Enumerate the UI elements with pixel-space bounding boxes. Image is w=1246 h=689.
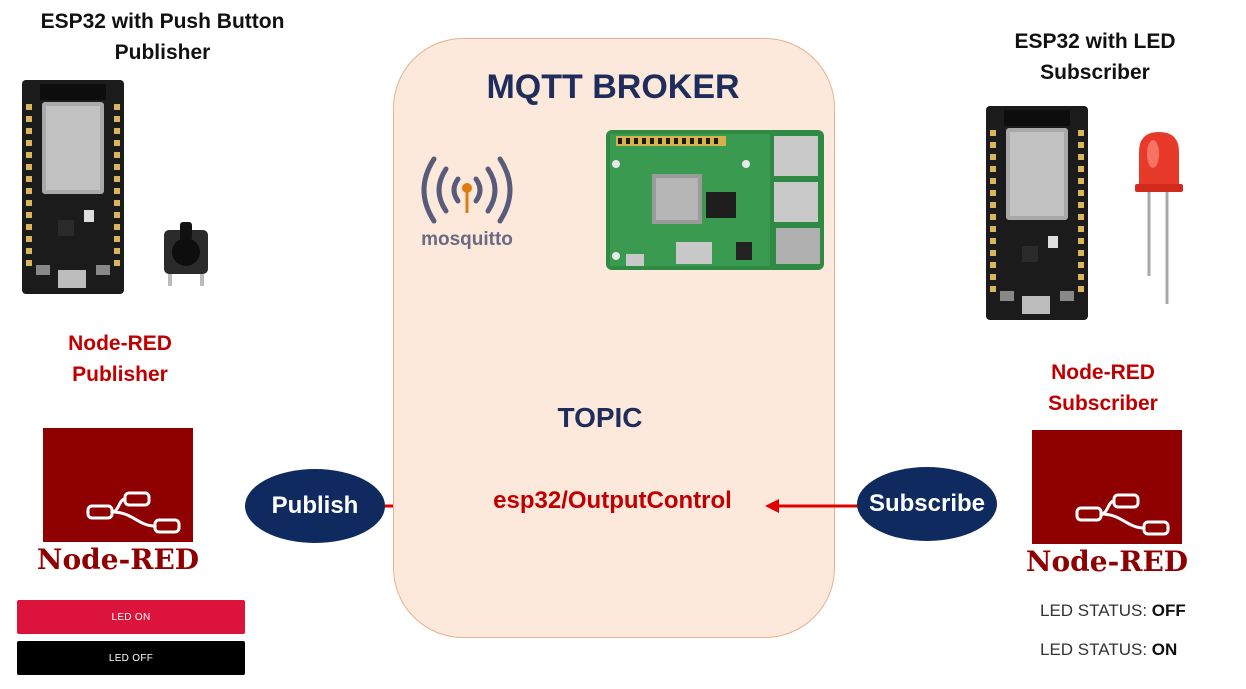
nodered-wordmark-publisher: Node-RED <box>36 543 200 576</box>
topic-label: TOPIC <box>557 402 643 433</box>
subscriber-title-line2: Subscriber <box>1040 61 1150 84</box>
publish-action: Publish <box>245 469 385 543</box>
led-status-value-off: OFF <box>1151 601 1186 620</box>
subscribe-action: Subscribe <box>857 467 997 541</box>
nodered-wordmark-subscriber: Node-RED <box>1025 545 1189 578</box>
led-status-off: LED STATUS: OFF <box>1040 601 1186 621</box>
subscriber-title: ESP32 with LED Subscriber <box>975 26 1215 88</box>
nodered-logo-subscriber <box>1032 430 1182 544</box>
nodered-subscriber-title-line1: Node-RED <box>1051 361 1155 384</box>
esp32-board-subscriber <box>986 106 1088 320</box>
raspberry-pi-board <box>606 130 824 270</box>
led-on-button[interactable]: LED ON <box>17 600 245 634</box>
led-status-label: LED STATUS: <box>1040 601 1148 620</box>
led-status-on: LED STATUS: ON <box>1040 640 1177 660</box>
nodered-flow-icon <box>1075 493 1170 536</box>
subscriber-title-line1: ESP32 with LED <box>1014 30 1176 53</box>
publisher-title-line1: ESP32 with Push Button <box>40 10 285 33</box>
led-off-button[interactable]: LED OFF <box>17 641 245 675</box>
nodered-subscriber-title: Node-RED Subscriber <box>1020 357 1186 419</box>
mqtt-broker-panel <box>393 38 835 638</box>
nodered-subscriber-title-line2: Subscriber <box>1048 392 1158 415</box>
publisher-title: ESP32 with Push Button Publisher <box>20 6 305 68</box>
subscribe-arrow <box>765 499 860 513</box>
broker-title: MQTT BROKER <box>486 68 740 106</box>
led-status-value-on: ON <box>1151 640 1178 659</box>
publisher-title-line2: Publisher <box>114 41 211 64</box>
push-button-component <box>164 222 208 286</box>
led-status-label: LED STATUS: <box>1040 640 1148 659</box>
nodered-publisher-title: Node-RED Publisher <box>40 328 200 390</box>
red-led-component <box>1135 132 1183 304</box>
nodered-logo-publisher <box>43 428 193 542</box>
topic-value: esp32/OutputControl <box>493 487 732 514</box>
mosquitto-wordmark: mosquitto <box>421 229 513 250</box>
nodered-publisher-title-line1: Node-RED <box>68 332 172 355</box>
esp32-board-publisher <box>22 80 124 294</box>
nodered-publisher-title-line2: Publisher <box>72 363 168 386</box>
nodered-flow-icon <box>86 491 181 534</box>
mosquitto-logo: mosquitto <box>421 156 513 250</box>
